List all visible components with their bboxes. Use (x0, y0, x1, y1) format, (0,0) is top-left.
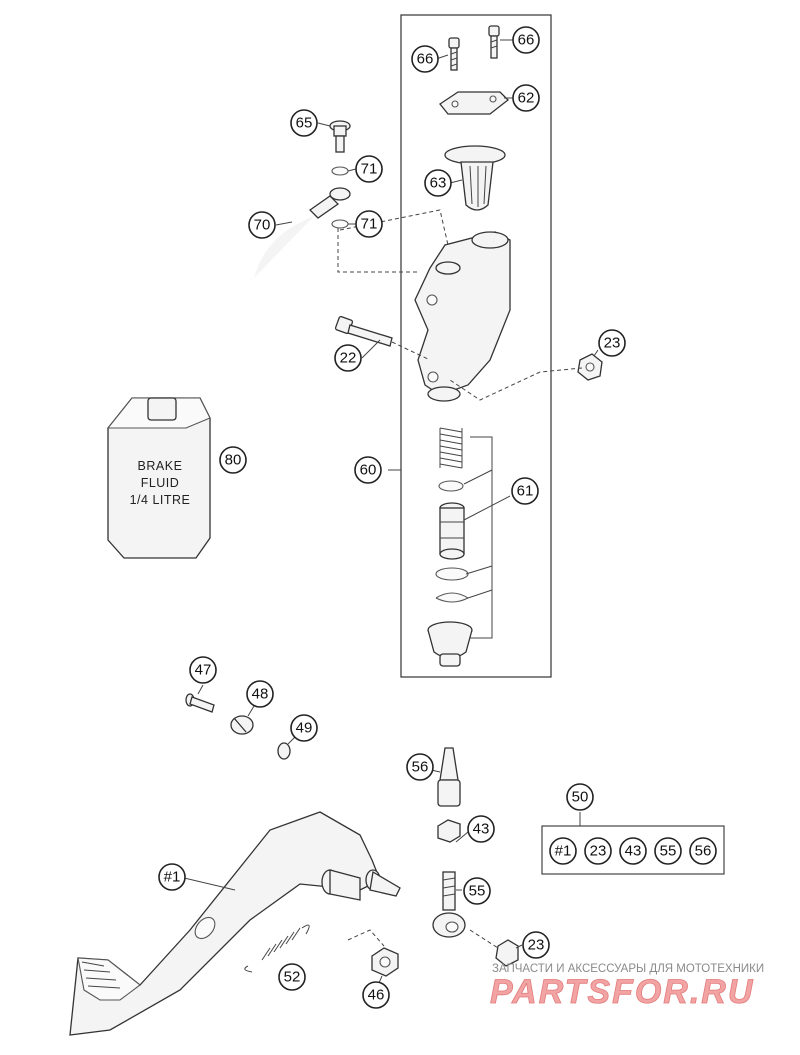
diaphragm-63 (444, 145, 506, 211)
callout-62: 62 (512, 84, 540, 112)
svg-text:22: 22 (340, 350, 357, 367)
washer (435, 567, 469, 581)
callout-46: 46 (362, 981, 390, 1009)
bushing-48 (230, 715, 254, 735)
kit-item-43: 43 (619, 837, 647, 865)
watermark-brand: PARTSFOR.RU (490, 973, 754, 1011)
banjo-bolt-65 (329, 120, 351, 153)
watermark: ЗАПЧАСТИ И АКСЕССУАРЫ ДЛЯ МОТОТЕХНИКИ PA… (490, 963, 765, 1011)
spring (439, 427, 463, 469)
svg-text:71: 71 (361, 161, 378, 178)
kit-item-55: 55 (654, 837, 682, 865)
bottle-label-line2: FLUID (141, 476, 180, 490)
bottle-label-line3: 1/4 LITRE (130, 493, 191, 507)
callout-48: 48 (246, 680, 274, 708)
svg-text:56: 56 (412, 759, 429, 776)
nut-46 (371, 947, 399, 977)
brake-hose-70 (250, 187, 351, 281)
callout-1: #1 (158, 863, 186, 891)
svg-text:#1: #1 (164, 869, 181, 886)
callout-56: 56 (406, 753, 434, 781)
bolt-22 (334, 315, 431, 361)
svg-text:49: 49 (296, 720, 313, 737)
svg-text:#1: #1 (555, 843, 572, 860)
svg-text:65: 65 (296, 115, 313, 132)
callout-50: 50 (566, 783, 594, 811)
nut-23-lower (495, 939, 519, 967)
svg-text:55: 55 (469, 883, 486, 900)
brake-fluid-bottle-80: BRAKE FLUID 1/4 LITRE (106, 397, 211, 559)
washer-71-lower (331, 219, 349, 229)
callout-61: 61 (511, 477, 539, 505)
svg-text:63: 63 (430, 175, 447, 192)
callout-71-lower: 71 (355, 210, 383, 238)
reservoir-cap-62 (439, 91, 509, 115)
callout-80: 80 (219, 446, 247, 474)
svg-text:71: 71 (361, 216, 378, 233)
bottle-label-line1: BRAKE (138, 459, 183, 473)
svg-text:66: 66 (518, 32, 535, 49)
svg-text:55: 55 (660, 843, 677, 860)
svg-text:47: 47 (195, 662, 212, 679)
svg-text:23: 23 (604, 335, 621, 352)
svg-text:62: 62 (518, 90, 535, 107)
piston-61 (439, 502, 465, 560)
callout-23-upper: 23 (598, 329, 626, 357)
svg-text:46: 46 (368, 987, 385, 1004)
kit-item-23: 23 (584, 837, 612, 865)
svg-text:43: 43 (625, 843, 642, 860)
callout-63: 63 (424, 169, 452, 197)
brake-pedal-1 (69, 811, 401, 1036)
seal-ring (438, 480, 464, 492)
callout-70: 70 (248, 211, 276, 239)
svg-text:48: 48 (252, 686, 269, 703)
svg-text:60: 60 (360, 462, 377, 479)
svg-text:66: 66 (417, 51, 434, 68)
svg-text:43: 43 (473, 821, 490, 838)
adjuster-56 (437, 747, 461, 807)
screw-66-left (448, 37, 460, 71)
callout-47: 47 (189, 656, 217, 684)
eyelet-55 (432, 871, 466, 938)
callout-52: 52 (278, 963, 306, 991)
dust-boot (427, 621, 473, 667)
callout-43: 43 (467, 815, 495, 843)
master-cylinder-body (414, 231, 511, 402)
svg-text:23: 23 (590, 843, 607, 860)
spring-52 (244, 924, 310, 973)
callout-23-lower: 23 (522, 931, 550, 959)
svg-text:50: 50 (572, 789, 589, 806)
washer-71-upper (331, 166, 349, 176)
callout-22: 22 (334, 344, 362, 372)
callout-66-right: 66 (512, 26, 540, 54)
watermark-subtitle: ЗАПЧАСТИ И АКСЕССУАРЫ ДЛЯ МОТОТЕХНИКИ (492, 963, 764, 975)
svg-text:56: 56 (695, 843, 712, 860)
callout-60: 60 (354, 456, 382, 484)
nut-23-upper (577, 353, 603, 381)
pivot-shaft (321, 869, 401, 901)
washer-49 (277, 742, 291, 760)
callout-66-left: 66 (411, 45, 439, 73)
svg-text:70: 70 (254, 217, 271, 234)
circlip (435, 592, 470, 603)
screw-47 (185, 693, 215, 713)
nut-43 (437, 819, 461, 843)
svg-text:80: 80 (225, 452, 242, 469)
kit-item-1: #1 (549, 837, 577, 865)
svg-text:23: 23 (528, 937, 545, 954)
callout-49: 49 (290, 714, 318, 742)
callout-71-upper: 71 (355, 155, 383, 183)
callout-55: 55 (463, 877, 491, 905)
kit-item-56: 56 (689, 837, 717, 865)
callout-65: 65 (290, 109, 318, 137)
svg-text:52: 52 (284, 969, 301, 986)
svg-text:61: 61 (517, 483, 534, 500)
screw-66-right (488, 25, 500, 59)
